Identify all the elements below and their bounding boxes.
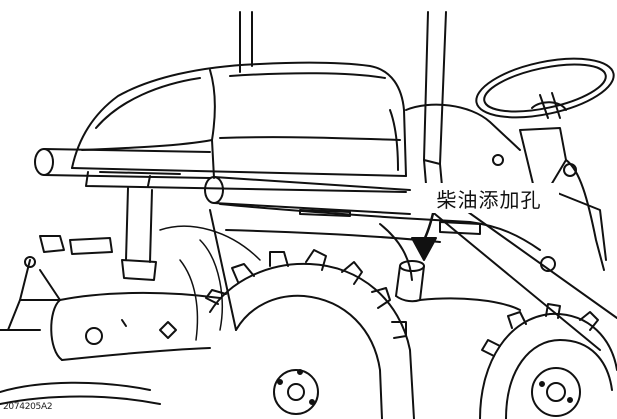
handle-bar [429,191,617,351]
right-wheel [479,303,617,419]
front-linkage [0,235,161,405]
dashboard-body [405,103,607,271]
front-bar [34,148,411,215]
rotary-arm [50,291,221,361]
fuel-filler-callout-label: 柴油添加孔 [419,183,559,213]
steering-wheel [475,57,615,119]
rops-frame [239,11,447,187]
fuel-filler-neck [395,260,425,303]
large-tire [205,249,415,419]
front-strut [121,187,237,331]
engine-hood [71,61,407,193]
cables [159,225,261,341]
drawing-code: 2074205A2 [3,402,53,412]
